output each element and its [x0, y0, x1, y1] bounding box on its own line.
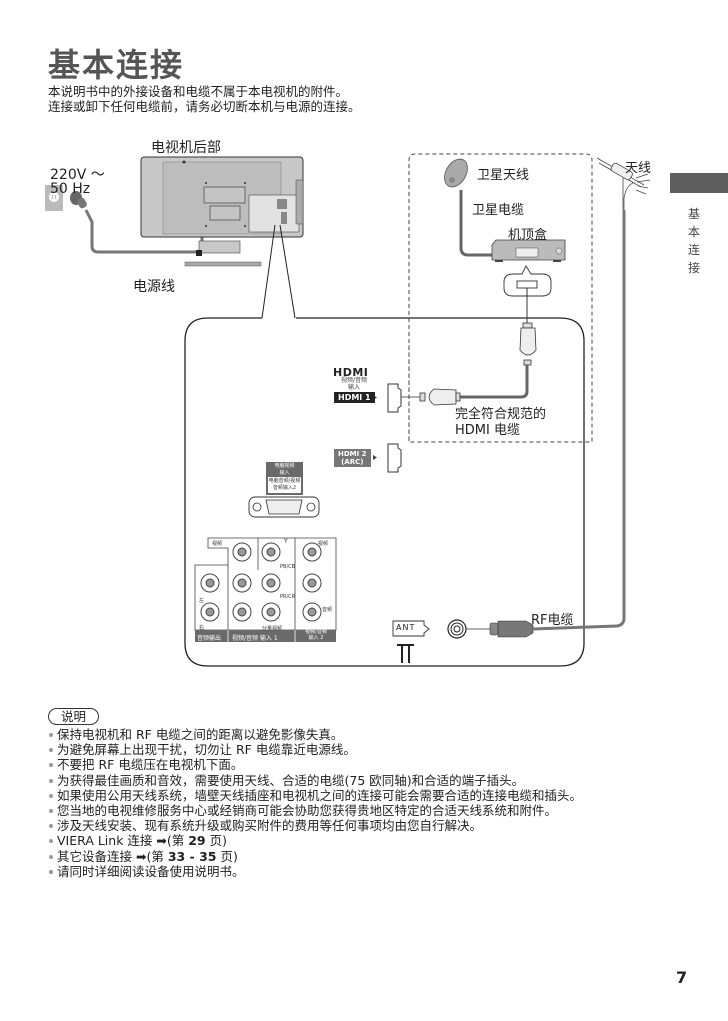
rf-plug-icon	[489, 620, 534, 638]
rca-audio-label: 音频	[322, 607, 333, 613]
note-item-viera-link: VIERA Link 连接 ➡(第 29 页)	[48, 833, 688, 848]
pc-audio-label-2: 音频输入2	[272, 485, 297, 491]
rca-video-right-label: 视频	[318, 541, 329, 547]
wall-outlet-icon	[45, 185, 63, 211]
note-ref-suffix: 页)	[205, 833, 227, 849]
hdmi-input-caption-2: 输入	[347, 384, 360, 391]
rca-y-label: Y	[284, 538, 288, 545]
pc-input-label: 电脑视频 输入	[266, 463, 303, 476]
hdmi1-label: HDMI 1	[334, 392, 375, 403]
rca-av-in2-label-2: 输入 2	[308, 635, 324, 641]
note-item: 保持电视机和 RF 电缆之间的距离以避免影像失真。	[48, 727, 688, 742]
note-ref-text: 其它设备连接 ➡(第	[57, 848, 168, 864]
pc-audio-label-1: 电脑音频/视频	[268, 478, 301, 484]
satellite-cable	[459, 190, 492, 257]
pc-audio-label: 电脑音频/视频 音频输入2	[268, 478, 301, 492]
note-item: 如果使用公用天线系统，墙壁天线插座和电视机之间的连接可能会需要合适的连接电缆和插…	[48, 788, 688, 803]
rca-video-left-label: 视频	[212, 541, 223, 547]
pc-vga-port-icon	[248, 496, 320, 518]
rca-audio-out-label: 音频输出	[197, 635, 222, 642]
notes-section: 说明 保持电视机和 RF 电缆之间的距离以避免影像失真。 为避免屏幕上出现干扰，…	[48, 708, 688, 879]
hdmi-input-caption: 视频/音频 输入	[334, 377, 374, 391]
tv-rear-label: 电视机后部	[151, 140, 221, 156]
section-tab-bar	[670, 173, 728, 193]
rca-av-in2-label-1: 视频/音频	[305, 629, 327, 635]
power-spec-voltage: 220V ～	[50, 167, 105, 183]
note-item: 涉及天线安装、现有系统升级或购买附件的费用等任何事项均由您自行解决。	[48, 818, 688, 833]
pc-input-label-2: 输入	[279, 469, 290, 476]
antenna-symbol-icon	[397, 644, 414, 663]
note-ref-text: VIERA Link 连接 ➡(第	[57, 833, 189, 849]
hdmi1-port-icon	[387, 383, 402, 413]
satellite-antenna-label: 卫星天线	[477, 168, 530, 183]
hdmi2-port-icon	[387, 443, 402, 473]
stb-hdmi-port-icon	[516, 280, 538, 289]
notes-tag: 说明	[48, 708, 100, 725]
pc-input-label-1: 电脑视频	[274, 463, 295, 469]
satellite-dish-icon	[444, 158, 468, 188]
tv-rear-icon	[140, 156, 304, 267]
note-item: 为获得最佳画质和音效，需要使用天线、合适的电缆(75 欧同轴)和合适的端子插头。	[48, 773, 688, 788]
rca-component-label: 分量视频	[262, 626, 283, 632]
intro-line-1: 本说明书中的外接设备和电缆不属于本电视机的附件。	[48, 84, 349, 99]
hdmi-cable	[456, 365, 529, 399]
rca-av-in1-label: 视频/音频 输入 1	[232, 635, 278, 642]
page-title: 基本连接	[48, 46, 185, 84]
rf-cable	[532, 210, 626, 631]
intro-line-2: 连接或卸下任何电缆前，请务必切断本机与电源的连接。	[48, 99, 361, 114]
note-ref-suffix: 页)	[216, 848, 238, 864]
hdmi2-label: HDMI 2 (ARC)	[334, 449, 371, 467]
optional-equipment-dashed-box	[408, 153, 593, 443]
hdmi-cable-label-1: 完全符合规范的	[455, 407, 547, 422]
power-spec-frequency: 50 Hz	[50, 181, 91, 197]
rca-jacks	[200, 542, 322, 622]
hdmi-cable-label-2: HDMI 电缆	[455, 423, 520, 438]
callout-lines	[261, 224, 296, 319]
rca-av-in2-label: 视频/音频 输入 2	[298, 629, 334, 641]
rca-right-label: 右	[199, 625, 205, 631]
note-item-other-devices: 其它设备连接 ➡(第 33 - 35 页)	[48, 849, 688, 864]
hdmi-plug-vertical-icon	[519, 322, 537, 366]
rca-pb-label: PB/CB	[280, 564, 296, 570]
note-item: 您当地的电视维修服务中心或经销商可能会协助您获得贵地区特定的合适天线系统和附件。	[48, 803, 688, 818]
connection-diagram	[45, 153, 651, 667]
ant-coax-jack-icon	[447, 619, 467, 639]
hdmi2-label-2: (ARC)	[341, 458, 364, 466]
page-number: 7	[676, 968, 688, 987]
notes-list: 保持电视机和 RF 电缆之间的距离以避免影像失真。 为避免屏幕上出现干扰，切勿让…	[48, 727, 688, 879]
rca-pr-label: PR/CR	[280, 594, 296, 600]
satellite-cable-label: 卫星电缆	[472, 203, 525, 218]
note-item: 不要把 RF 电缆压在电视机下面。	[48, 757, 688, 772]
tv-antenna-icon	[596, 157, 651, 210]
hdmi2-arrow-icon	[373, 455, 377, 460]
intro-text: 本说明书中的外接设备和电缆不属于本电视机的附件。 连接或卸下任何电缆前，请务必切…	[48, 84, 361, 114]
ant-label-box	[392, 620, 430, 637]
note-ref-page[interactable]: 33 - 35	[167, 848, 217, 864]
power-cord-label: 电源线	[133, 279, 175, 295]
note-item: 为避免屏幕上出现干扰，切勿让 RF 电缆靠近电源线。	[48, 742, 688, 757]
settop-box-icon	[491, 239, 566, 262]
settop-box-label: 机顶盒	[508, 228, 548, 243]
rca-left-label: 左	[199, 598, 205, 604]
hdmi2-label-1: HDMI 2	[338, 450, 367, 458]
hdmi-logo: HDMI	[333, 366, 369, 379]
rf-cable-label: RF电缆	[531, 613, 574, 628]
note-item: 请同时详细阅读设备使用说明书。	[48, 864, 688, 879]
hdmi-input-caption-1: 视频/音频	[340, 377, 368, 384]
antenna-label: 天线	[625, 161, 652, 176]
note-ref-page[interactable]: 29	[188, 833, 206, 849]
section-tab-label: 基本连接	[688, 207, 701, 275]
hdmi-plug-horizontal-icon	[419, 388, 461, 406]
power-plug-icon	[70, 191, 87, 209]
ant-label: ANT	[396, 623, 416, 632]
